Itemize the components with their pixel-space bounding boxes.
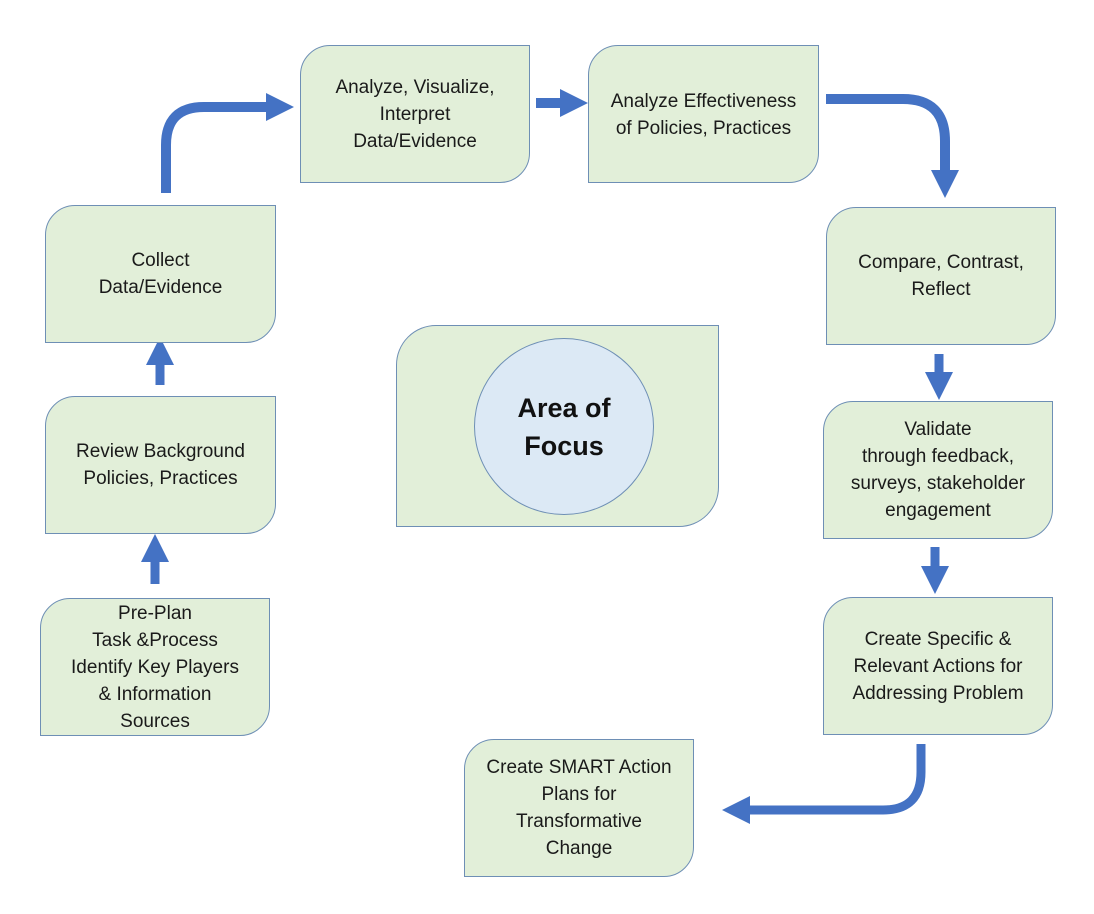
step-line: Analyze, Visualize, <box>335 76 495 98</box>
step-line: Collect <box>131 250 190 271</box>
step-collect-data: Collect Data/Evidence <box>45 205 276 343</box>
step-line: Task &Process <box>92 629 218 651</box>
step-line: Data/Evidence <box>98 277 223 298</box>
step-line: Plans for <box>541 784 617 805</box>
step-line: Validate <box>904 419 972 440</box>
step-create-specific-actions: Create Specific & Relevant Actions for A… <box>823 597 1053 735</box>
step-line: engagement <box>885 500 991 521</box>
arrow-specific-to-smart <box>722 744 926 824</box>
arrow-effectiveness-to-compare <box>826 94 959 198</box>
step-analyze-effectiveness: Analyze Effectiveness of Policies, Pract… <box>588 45 819 183</box>
step-line: Create SMART Action <box>486 757 672 778</box>
step-line: Policies, Practices <box>83 468 238 489</box>
step-line: Reflect <box>911 279 971 300</box>
step-line: Analyze Effectiveness <box>610 91 797 112</box>
step-line: Change <box>545 838 613 859</box>
step-line: surveys, stakeholder <box>850 473 1026 494</box>
step-line: Create Specific & <box>864 628 1012 650</box>
step-validate: Validate through feedback, surveys, stak… <box>823 401 1053 539</box>
arrow-collect-to-analyze <box>161 93 294 193</box>
step-line: Compare, Contrast, <box>858 252 1024 273</box>
step-line: Sources <box>120 710 190 732</box>
step-review-background: Review Background Policies, Practices <box>45 396 276 534</box>
step-compare-contrast: Compare, Contrast, Reflect <box>826 207 1056 345</box>
area-of-focus-circle: Area of Focus <box>474 338 654 515</box>
focus-line: Area of <box>517 392 611 423</box>
step-line: Interpret <box>379 103 451 125</box>
step-pre-plan: Pre-Plan Task &Process Identify Key Play… <box>40 598 270 736</box>
step-analyze-visualize: Analyze, Visualize, Interpret Data/Evide… <box>300 45 530 183</box>
step-line: Review Background <box>76 441 245 462</box>
focus-line: Focus <box>524 430 604 461</box>
step-line: Pre-Plan <box>118 602 192 624</box>
step-line: Relevant Actions for <box>853 655 1023 677</box>
step-line: of Policies, Practices <box>615 118 792 139</box>
step-line: & Information <box>98 683 212 705</box>
step-line: Transformative <box>516 811 642 832</box>
step-create-smart-plans: Create SMART Action Plans for Transforma… <box>464 739 694 877</box>
step-line: through feedback, <box>861 446 1015 467</box>
step-line: Data/Evidence <box>353 130 477 152</box>
step-line: Addressing Problem <box>852 682 1024 704</box>
step-line: Identify Key Players <box>71 656 239 678</box>
